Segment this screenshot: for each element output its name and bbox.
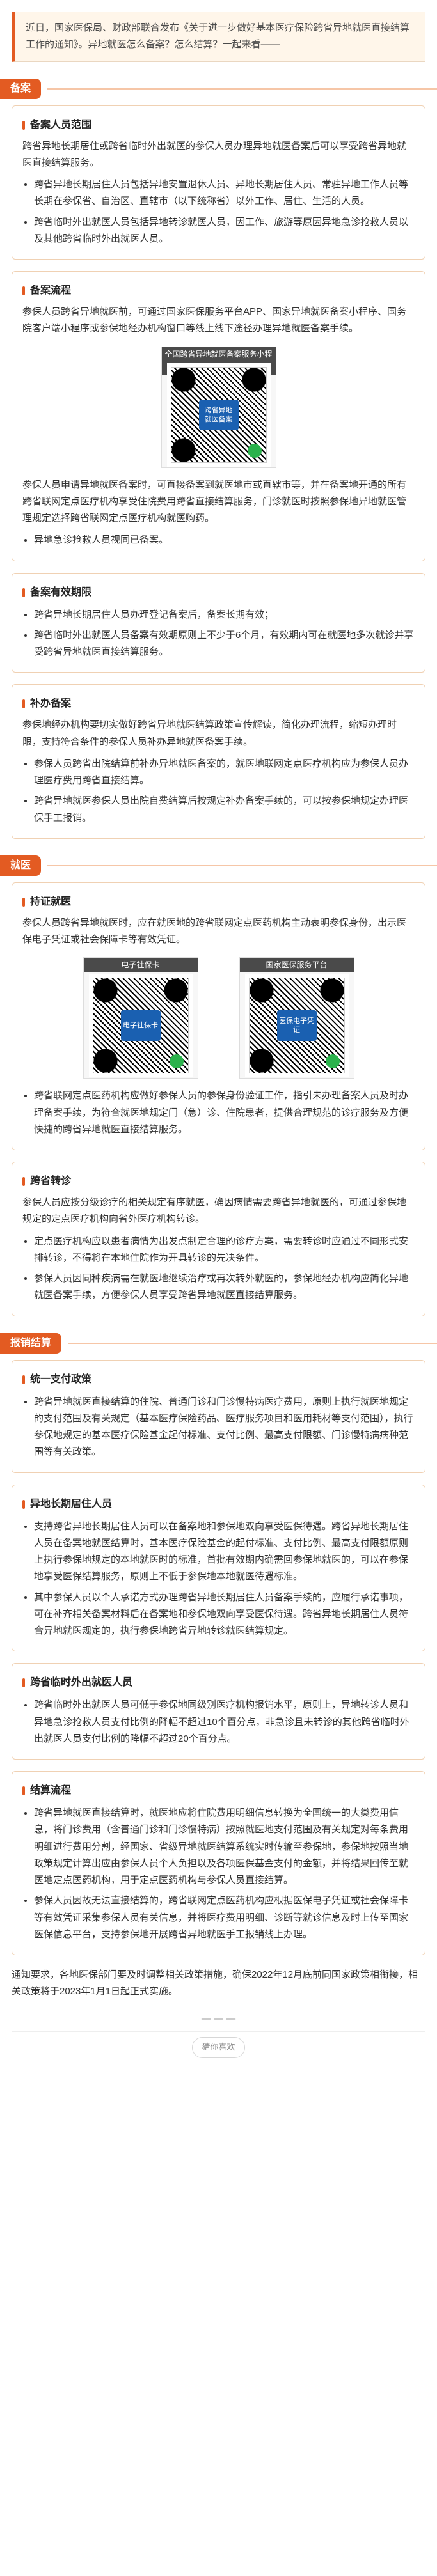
section-settlement-header: 报销结算 [0, 1332, 437, 1354]
card-title: 异地长期居住人员 [22, 1495, 415, 1513]
qr-center-logo: 电子社保卡 [120, 1010, 161, 1042]
card-bullets: 跨省异地长期居住人员办理登记备案后，备案长期有效； 跨省临时外出就医人员备案有效… [22, 607, 415, 661]
section-filing-header: 备案 [0, 78, 437, 99]
card-title: 补办备案 [22, 695, 415, 713]
footer-text: 通知要求，各地医保部门要及时调整相关政策措施，确保2022年12月底前同国家政策… [12, 1967, 425, 2001]
qr-image: 跨省异地就医备案 [166, 363, 271, 467]
card-bullets: 跨省异地就医直接结算时，就医地应将住院费用明细信息转换为全国统一的大类费用信息，… [22, 1805, 415, 1943]
bullet-item: 跨省异地就医参保人员出院自费结算后按规定补办备案手续的，可以按参保地规定办理医保… [34, 793, 415, 827]
bullet-item: 参保人员因同种疾病需在就医地继续治疗或再次转外就医的，参保地经办机构应简化异地就… [34, 1270, 415, 1304]
section-medical-title: 就医 [0, 855, 42, 876]
bullet-item: 参保人员跨省出院结算前补办异地就医备案的，就医地联网定点医疗机构应为参保人员办理… [34, 756, 415, 790]
card-bullets: 定点医疗机构应以患者病情为出发点制定合理的诊疗方案，需要转诊时应通过不同形式安排… [22, 1233, 415, 1304]
bullet-item: 跨省联网定点医药机构应做好参保人员的参保身份验证工作，指引未办理备案人员及时办理… [34, 1088, 415, 1138]
footer-paragraph: 通知要求，各地医保部门要及时调整相关政策措施，确保2022年12月底前同国家政策… [12, 1969, 418, 1997]
qr-image: 电子社保卡 [88, 974, 193, 1078]
qr-center-logo: 医保电子凭证 [276, 1010, 317, 1042]
card-paragraph: 参保人员申请异地就医备案时，可直接备案到就医地市或直辖市等，并在备案地开通的所有… [22, 479, 407, 524]
page: 近日，国家医保局、财政部联合发布《关于进一步做好基本医疗保险跨省异地就医直接结算… [0, 12, 437, 2068]
card-medical-id: 持证就医 参保人员跨省异地就医时，应在就医地的跨省联网定点医药机构主动表明参保身… [12, 882, 425, 1150]
bullet-item: 定点医疗机构应以患者病情为出发点制定合理的诊疗方案，需要转诊时应通过不同形式安排… [34, 1233, 415, 1267]
card-paragraph: 参保人员应按分级诊疗的相关规定有序就医，确因病情需要跨省异地就医的，可通过参保地… [22, 1197, 407, 1225]
recommend-pill[interactable]: 猜你喜欢 [192, 2036, 245, 2058]
card-filing-supplement: 补办备案 参保地经办机构要切实做好跨省异地就医结算政策宣传解读，简化办理流程，缩… [12, 684, 425, 839]
card-title: 备案有效期限 [22, 584, 415, 602]
bullet-item: 异地急诊抢救人员视同已备案。 [34, 532, 415, 549]
card-title: 跨省转诊 [22, 1173, 415, 1190]
intro-text: 近日，国家医保局、财政部联合发布《关于进一步做好基本医疗保险跨省异地就医直接结算… [26, 22, 410, 51]
section-divider [47, 88, 437, 90]
mini-program-icon [169, 1054, 184, 1069]
section-settlement-title: 报销结算 [0, 1332, 62, 1354]
bottom-separator: — — — [201, 2013, 236, 2024]
card-paragraph: 参保地经办机构要切实做好跨省异地就医结算政策宣传解读，简化办理流程，缩短办理时限… [22, 719, 397, 747]
card-settlement-temporary: 跨省临时外出就医人员 跨省临时外出就医人员可低于参保地同级别医疗机构报销水平，原… [12, 1663, 425, 1760]
card-medical-transfer: 跨省转诊 参保人员应按分级诊疗的相关规定有序就医，确因病情需要跨省异地就医的，可… [12, 1162, 425, 1316]
recommend-bar: 猜你喜欢 [12, 2031, 425, 2068]
card-title: 跨省临时外出就医人员 [22, 1674, 415, 1692]
card-bullets: 跨省临时外出就医人员可低于参保地同级别医疗机构报销水平，原则上，异地转诊人员和异… [22, 1697, 415, 1747]
card-bullets: 跨省联网定点医药机构应做好参保人员的参保身份验证工作，指引未办理备案人员及时办理… [22, 1088, 415, 1138]
card-paragraph: 参保人员跨省异地就医前，可通过国家医保服务平台APP、国家异地就医备案小程序、国… [22, 306, 407, 334]
card-filing-validity: 备案有效期限 跨省异地长期居住人员办理登记备案后，备案长期有效； 跨省临时外出就… [12, 572, 425, 673]
card-bullets: 跨省异地就医直接结算的住院、普通门诊和门诊慢特病医疗费用，原则上执行就医地规定的… [22, 1394, 415, 1461]
card-paragraph: 跨省异地长期居住或跨省临时外出就医的参保人员办理异地就医备案后可以享受跨省异地就… [22, 140, 407, 168]
bullet-item: 跨省异地长期居住人员办理登记备案后，备案长期有效； [34, 607, 415, 623]
qr-code-filing[interactable]: 全国跨省异地就医备案服务小程序 跨省异地就医备案 [161, 346, 276, 468]
qr-image: 医保电子凭证 [244, 974, 349, 1078]
qr-row: 电子社保卡 电子社保卡 国家医保服务平台 医保电子凭证 [22, 957, 415, 1079]
qr-center-logo: 跨省异地就医备案 [198, 399, 239, 430]
card-filing-scope: 备案人员范围 跨省异地长期居住或跨省临时外出就医的参保人员办理异地就医备案后可以… [12, 105, 425, 260]
section-filing-title: 备案 [0, 78, 42, 99]
qr-code-social-card[interactable]: 电子社保卡 电子社保卡 [83, 957, 198, 1079]
card-bullets: 支持跨省异地长期居住人员可以在备案地和参保地双向享受医保待遇。跨省异地长期居住人… [22, 1518, 415, 1640]
bullet-item: 跨省异地长期居住人员包括异地安置退休人员、异地长期居住人员、常驻异地工作人员等长… [34, 176, 415, 210]
section-divider [68, 1342, 437, 1344]
bullet-item: 其中参保人员以个人承诺方式办理跨省异地长期居住人员备案手续的，应履行承诺事项，可… [34, 1589, 415, 1640]
card-title: 备案流程 [22, 282, 415, 300]
section-divider [47, 864, 437, 866]
bullet-item: 参保人员因故无法直接结算的，跨省联网定点医药机构应根据医保电子凭证或社会保障卡等… [34, 1893, 415, 1943]
mini-program-icon [325, 1054, 340, 1069]
qr-row: 全国跨省异地就医备案服务小程序 跨省异地就医备案 [22, 346, 415, 468]
card-bullets: 参保人员跨省出院结算前补办异地就医备案的，就医地联网定点医疗机构应为参保人员办理… [22, 756, 415, 827]
bullet-item: 跨省异地就医直接结算时，就医地应将住院费用明细信息转换为全国统一的大类费用信息，… [34, 1805, 415, 1889]
qr-label: 电子社保卡 [83, 958, 198, 972]
card-title: 统一支付政策 [22, 1371, 415, 1389]
qr-label: 国家医保服务平台 [239, 958, 354, 972]
card-filing-process: 备案流程 参保人员跨省异地就医前，可通过国家医保服务平台APP、国家异地就医备案… [12, 271, 425, 561]
section-medical-header: 就医 [0, 855, 437, 876]
card-bullets: 异地急诊抢救人员视同已备案。 [22, 532, 415, 549]
qr-code-insurance[interactable]: 国家医保服务平台 医保电子凭证 [239, 957, 354, 1079]
intro-box: 近日，国家医保局、财政部联合发布《关于进一步做好基本医疗保险跨省异地就医直接结算… [12, 12, 425, 62]
bullet-item: 跨省临时外出就医人员可低于参保地同级别医疗机构报销水平，原则上，异地转诊人员和异… [34, 1697, 415, 1747]
card-paragraph: 参保人员跨省异地就医时，应在就医地的跨省联网定点医药机构主动表明参保身份，出示医… [22, 917, 407, 945]
bullet-item: 跨省临时外出就医人员包括异地转诊就医人员，因工作、旅游等原因异地急诊抢救人员以及… [34, 214, 415, 248]
bullet-item: 跨省临时外出就医人员备案有效期原则上不少于6个月，有效期内可在就医地多次就诊并享… [34, 627, 415, 661]
card-title: 备案人员范围 [22, 116, 415, 134]
bullet-item: 跨省异地就医直接结算的住院、普通门诊和门诊慢特病医疗费用，原则上执行就医地规定的… [34, 1394, 415, 1461]
bullet-item: 支持跨省异地长期居住人员可以在备案地和参保地双向享受医保待遇。跨省异地长期居住人… [34, 1518, 415, 1586]
mini-program-icon [247, 443, 262, 458]
card-title: 结算流程 [22, 1782, 415, 1800]
card-settlement-process: 结算流程 跨省异地就医直接结算时，就医地应将住院费用明细信息转换为全国统一的大类… [12, 1771, 425, 1955]
card-title: 持证就医 [22, 893, 415, 911]
card-bullets: 跨省异地长期居住人员包括异地安置退休人员、异地长期居住人员、常驻异地工作人员等长… [22, 176, 415, 247]
card-settlement-policy: 统一支付政策 跨省异地就医直接结算的住院、普通门诊和门诊慢特病医疗费用，原则上执… [12, 1359, 425, 1473]
card-settlement-long-term: 异地长期居住人员 支持跨省异地长期居住人员可以在备案地和参保地双向享受医保待遇。… [12, 1484, 425, 1652]
